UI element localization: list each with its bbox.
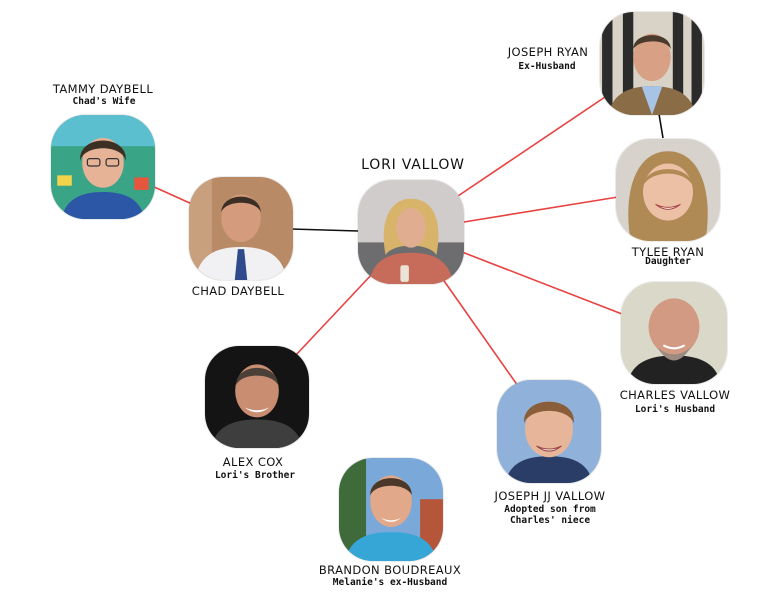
person-photo-icon xyxy=(621,282,727,384)
person-photo-icon xyxy=(339,458,443,561)
brandon-boudreaux-name: BRANDON BOUDREAUX xyxy=(318,563,462,577)
tammy-daybell-name: TAMMY DAYBELL xyxy=(52,82,154,96)
charles-vallow-photo xyxy=(621,282,727,384)
lori-vallow-name: LORI VALLOW xyxy=(361,157,465,173)
joseph-ryan-name: JOSEPH RYAN xyxy=(507,45,589,59)
edge-lori-alex xyxy=(294,271,375,357)
tammy-daybell-relation: Chad's Wife xyxy=(72,96,136,107)
person-photo-icon xyxy=(205,346,309,448)
tylee-ryan-photo xyxy=(616,139,720,241)
person-photo-icon xyxy=(600,12,704,115)
edge-lori-charles xyxy=(461,251,623,315)
joseph-jj-vallow-photo xyxy=(497,380,601,483)
person-photo-icon xyxy=(616,139,720,241)
lori-vallow-photo xyxy=(358,180,464,284)
edge-tammy-chad xyxy=(151,185,193,205)
person-photo-icon xyxy=(189,177,293,280)
charles-vallow-name: CHARLES VALLOW xyxy=(619,388,731,402)
alex-cox-name: ALEX COX xyxy=(222,455,284,469)
edge-lori-chad xyxy=(290,228,359,232)
brandon-boudreaux-relation: Melanie's ex-Husband xyxy=(332,577,448,588)
edge-lori-tylee xyxy=(463,196,619,223)
joseph-jj-vallow-name: JOSEPH JJ VALLOW xyxy=(494,489,606,503)
brandon-boudreaux-photo xyxy=(339,458,443,561)
alex-cox-relation: Lori's Brother xyxy=(214,470,296,481)
edge-lori-joseph-ryan xyxy=(454,94,609,199)
person-photo-icon xyxy=(497,380,601,483)
chad-daybell-name: CHAD DAYBELL xyxy=(191,284,285,298)
person-photo-icon xyxy=(51,115,155,219)
edge-lori-jj xyxy=(441,277,519,387)
tammy-daybell-photo xyxy=(51,115,155,219)
chad-daybell-photo xyxy=(189,177,293,280)
tylee-ryan-relation: Daughter xyxy=(645,256,691,267)
joseph-ryan-relation: Ex-Husband xyxy=(518,61,576,72)
charles-vallow-relation: Lori's Husband xyxy=(634,404,716,415)
joseph-jj-vallow-relation-2: Charles' niece xyxy=(509,515,591,526)
edge-joseph-ryan-tylee xyxy=(658,113,664,139)
joseph-jj-vallow-relation-1: Adopted son from xyxy=(504,504,596,515)
tylee-ryan-name: TYLEE RYAN xyxy=(631,245,705,259)
joseph-ryan-photo xyxy=(600,12,704,115)
alex-cox-photo xyxy=(205,346,309,448)
person-photo-icon xyxy=(358,180,464,284)
